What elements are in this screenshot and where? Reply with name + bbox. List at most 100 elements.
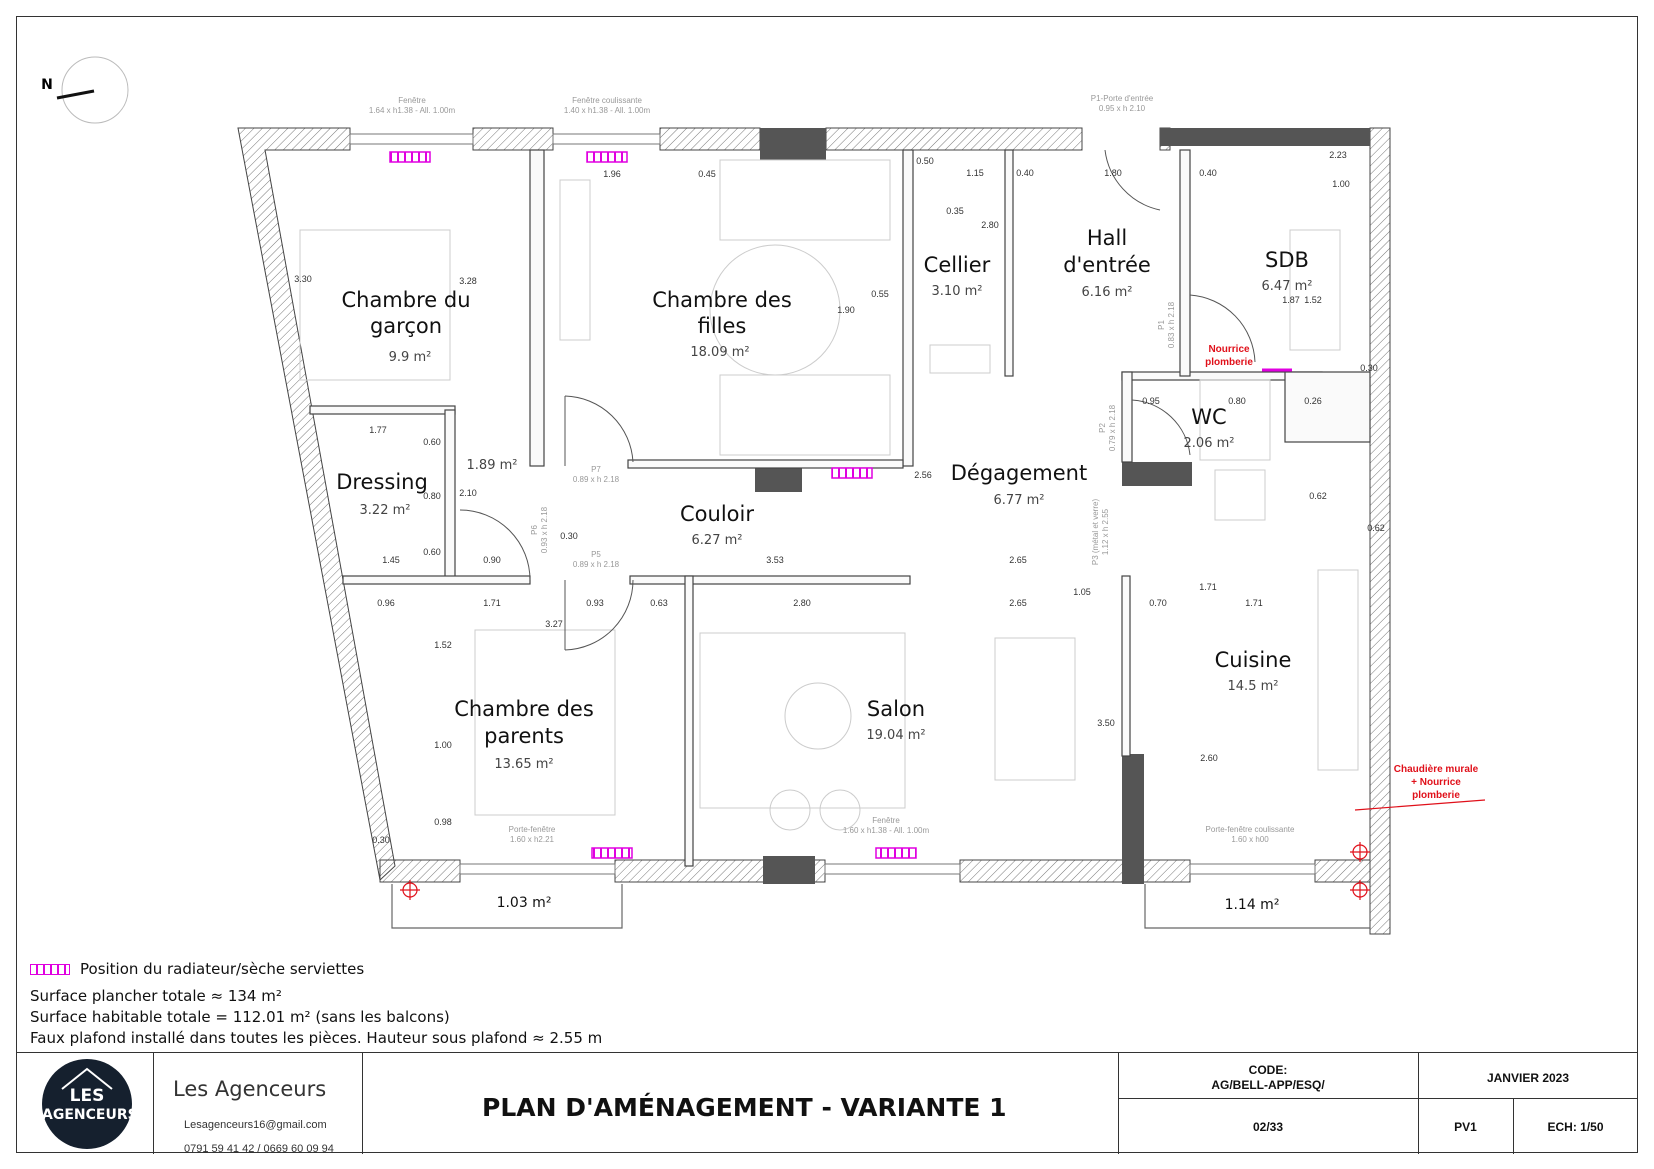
radiator bbox=[875, 847, 917, 859]
dimension: 1.52 bbox=[1304, 295, 1322, 305]
room-name: WC bbox=[1191, 405, 1226, 429]
opening-name: Porte-fenêtre bbox=[509, 825, 556, 834]
drawing-title: PLAN D'AMÉNAGEMENT - VARIANTE 1 bbox=[482, 1093, 1007, 1122]
drawing-date: JANVIER 2023 bbox=[1486, 1071, 1570, 1085]
dimension: 0.90 bbox=[483, 555, 501, 565]
room-cuisine: Cuisine 14.5 m² bbox=[1215, 648, 1292, 694]
company-name: Les Agenceurs bbox=[173, 1077, 327, 1101]
company-phone: 0791 59 41 42 / 0669 60 09 94 bbox=[184, 1143, 334, 1155]
dimension: 0.60 bbox=[423, 547, 441, 557]
dimension: 0.30 bbox=[560, 531, 578, 541]
opening-size: 0.89 x h 2.18 bbox=[573, 560, 620, 569]
room-area: 3.10 m² bbox=[932, 284, 983, 299]
room-area: 1.14 m² bbox=[1225, 897, 1280, 913]
dimension: 1.00 bbox=[434, 740, 452, 750]
dimension: 1.45 bbox=[382, 555, 400, 565]
opening-size: 1.60 x h2.21 bbox=[510, 835, 555, 844]
drawing-frame bbox=[16, 16, 1638, 1153]
legend-label: Position du radiateur/sèche serviettes bbox=[80, 960, 365, 978]
svg-text:P50.89 x h 2.18: P50.89 x h 2.18 bbox=[573, 550, 620, 569]
dimension: 1.96 bbox=[603, 169, 621, 179]
dimension: 0.95 bbox=[1142, 396, 1160, 406]
dimension: 1.71 bbox=[1199, 582, 1217, 592]
outer-walls bbox=[237, 127, 1391, 935]
opening-size: 1.60 x h1.38 - All. 1.00m bbox=[843, 826, 930, 835]
dimension: 0.63 bbox=[650, 598, 668, 608]
room-name: parents bbox=[484, 724, 564, 748]
opening-name: P2 bbox=[1098, 423, 1107, 433]
room-name: Couloir bbox=[680, 502, 754, 526]
note-surface-totale: Surface plancher totale ≈ 134 m² bbox=[30, 987, 282, 1005]
windows bbox=[349, 133, 1316, 875]
dimension: 3.50 bbox=[1097, 718, 1115, 728]
dimension: 0.55 bbox=[871, 289, 889, 299]
radiator-legend: Position du radiateur/sèche serviettes bbox=[30, 960, 364, 978]
scale: ECH: 1/50 bbox=[1547, 1120, 1604, 1134]
opening-name: P5 bbox=[591, 550, 601, 559]
room-name: Dégagement bbox=[951, 461, 1087, 485]
interior-walls bbox=[309, 149, 1371, 867]
radiator bbox=[389, 151, 431, 163]
room-area: 3.22 m² bbox=[360, 503, 411, 518]
room-cellier: Cellier 3.10 m² bbox=[924, 253, 991, 299]
balconies bbox=[391, 884, 1370, 929]
opening-size: 0.95 x h 2.10 bbox=[1099, 104, 1146, 113]
dimension: 0.62 bbox=[1309, 491, 1327, 501]
room-area: 6.47 m² bbox=[1262, 279, 1313, 294]
opening-size: 0.93 x h 2.18 bbox=[540, 506, 549, 553]
compass: N bbox=[41, 56, 129, 124]
room-area: 18.09 m² bbox=[690, 345, 749, 360]
dimension: 3.28 bbox=[459, 276, 477, 286]
room-name: SDB bbox=[1265, 248, 1309, 272]
logo-text: LES bbox=[69, 1086, 105, 1106]
opening-size: 1.12 x h 2.55 bbox=[1101, 508, 1110, 555]
room-name: Cellier bbox=[924, 253, 991, 277]
room-name: Dressing bbox=[336, 470, 428, 494]
room-name: Salon bbox=[867, 697, 925, 721]
dimension: 0.30 bbox=[372, 835, 390, 845]
annotation-line: plomberie bbox=[1412, 790, 1460, 801]
company-email: Lesagenceurs16@gmail.com bbox=[184, 1119, 327, 1131]
dimension: 0.60 bbox=[423, 437, 441, 447]
company-logo: LES AGENCEURS bbox=[42, 1059, 138, 1149]
balcony-right: 1.14 m² bbox=[1225, 897, 1280, 913]
dimension: 1.80 bbox=[1104, 168, 1122, 178]
svg-text:P10.83 x h 2.18: P10.83 x h 2.18 bbox=[1157, 301, 1176, 348]
opening-name: Porte-fenêtre coulissante bbox=[1206, 825, 1295, 834]
annotation-line: Chaudière murale bbox=[1394, 764, 1479, 775]
opening-name: P6 bbox=[530, 525, 539, 535]
room-dressing: Dressing 3.22 m² bbox=[336, 470, 428, 518]
room-degagement: Dégagement 6.77 m² bbox=[951, 461, 1087, 508]
opening-name: Fenêtre coulissante bbox=[572, 96, 642, 105]
plumbing-markers bbox=[400, 368, 1486, 900]
room-name: garçon bbox=[370, 314, 442, 338]
dimension: 0.35 bbox=[946, 206, 964, 216]
room-sdb: SDB 6.47 m² bbox=[1262, 248, 1313, 294]
opening-size: 1.64 x h1.38 - All. 1.00m bbox=[369, 106, 456, 115]
room-placard: 1.89 m² bbox=[467, 458, 518, 473]
dimension: 0.26 bbox=[1304, 396, 1322, 406]
room-name: Hall bbox=[1087, 226, 1127, 250]
dimension: 3.53 bbox=[766, 555, 784, 565]
opening-size: 0.83 x h 2.18 bbox=[1167, 301, 1176, 348]
dimension: 2.65 bbox=[1009, 598, 1027, 608]
room-wc: WC 2.06 m² bbox=[1184, 405, 1235, 451]
dimension: 1.77 bbox=[369, 425, 387, 435]
room-name: filles bbox=[698, 314, 747, 338]
dimension: 0.93 bbox=[586, 598, 604, 608]
dimension: 2.60 bbox=[1200, 753, 1218, 763]
room-name: d'entrée bbox=[1063, 253, 1151, 277]
floor-plan: N bbox=[41, 56, 1486, 935]
dimension: 0.45 bbox=[698, 169, 716, 179]
compass-north-label: N bbox=[41, 77, 53, 93]
opening-name: Fenêtre bbox=[398, 96, 426, 105]
